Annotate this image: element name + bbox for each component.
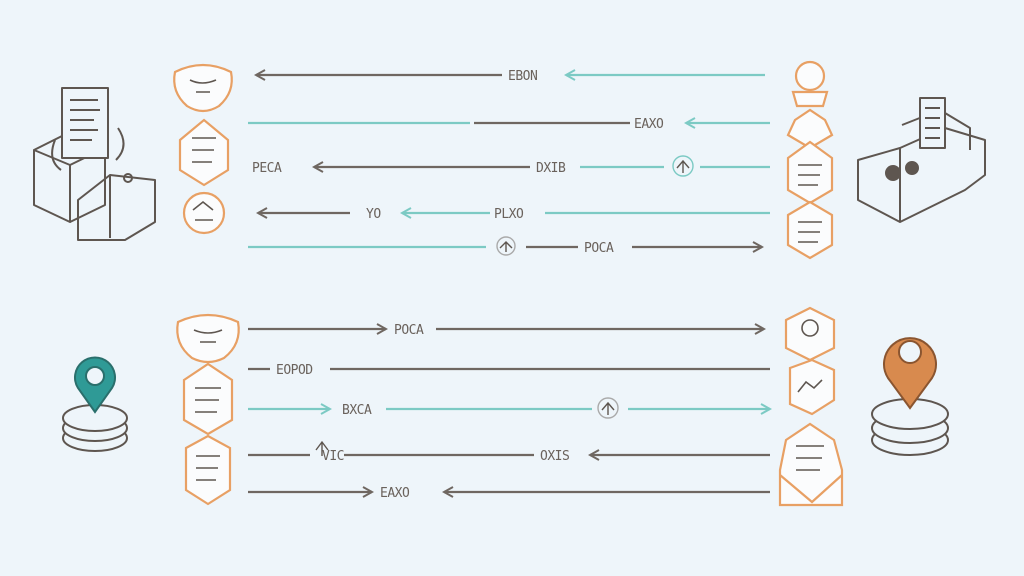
antenna-icon [315, 440, 329, 456]
right-lifeline-top [786, 60, 834, 260]
message-label: PLXO [494, 207, 524, 222]
left-lifeline-top [173, 63, 233, 235]
teal-location-pin-icon [62, 356, 128, 452]
message-label: DXIB [536, 161, 566, 176]
message-label: EOPOD [276, 363, 313, 378]
antenna-icon [597, 397, 619, 419]
right-lifeline-bottom [778, 306, 844, 507]
message-label: OXIS [540, 449, 569, 464]
antenna-icon [672, 155, 694, 177]
message-label: EAXO [380, 486, 410, 501]
message-label: POCA [394, 323, 424, 338]
top-labels: EBON EAXO PECA DXIB PLXO YO POCA [252, 69, 664, 256]
bottom-message-lines [248, 329, 770, 492]
antenna-icon [496, 236, 516, 256]
message-label: EBON [508, 69, 537, 84]
top-message-lines [248, 75, 770, 247]
machine-with-document-icon [33, 87, 156, 241]
machine-with-stack-icon [857, 97, 986, 223]
message-label: EAXO [634, 117, 664, 132]
message-label: PECA [252, 161, 282, 176]
message-label: VIC [322, 449, 344, 464]
message-label: POCA [584, 241, 614, 256]
message-label: YO [366, 207, 381, 222]
left-lifeline-bottom [176, 313, 240, 506]
message-label: BXCA [342, 403, 372, 418]
orange-location-pin-icon [871, 337, 949, 456]
bottom-labels: POCA EOPOD BXCA VIC OXIS EAXO [276, 323, 570, 501]
